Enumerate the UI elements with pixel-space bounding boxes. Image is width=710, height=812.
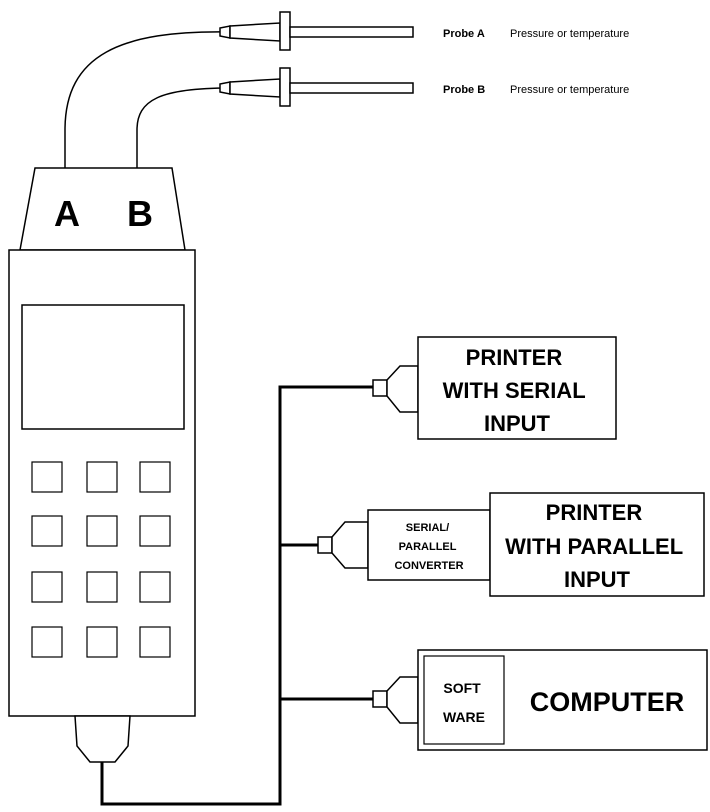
meter-bottom-connector [74,715,131,763]
converter-box [367,509,491,581]
keypad-key[interactable] [86,571,118,603]
computer-label: COMPUTER [530,687,685,717]
probe-b-cable [136,87,231,168]
probe-b-shaft [289,82,414,94]
software-label: SOFT WARE [443,680,485,725]
probe-b [219,67,414,107]
computer-plug [372,676,419,724]
converter-plug [317,521,369,569]
meter-display [21,304,185,430]
serial-printer-plug [372,365,419,413]
probe-a-cone [229,22,281,42]
probe-b-cone [229,78,281,98]
probe-a-flange [279,11,291,51]
keypad-key[interactable] [139,515,171,547]
probe-a-shaft [289,26,414,38]
probe-a [219,11,414,51]
keypad-key[interactable] [139,571,171,603]
probe-a-name: Probe A [443,28,485,40]
serial-printer-box [417,336,617,440]
keypad-key[interactable] [86,626,118,658]
meter-top-connector [19,167,186,251]
keypad-key[interactable] [86,515,118,547]
parallel-printer-box [489,492,705,597]
parallel-printer-label: PRINTER WITH PARALLEL INPUT [505,500,689,592]
keypad-key[interactable] [31,571,63,603]
probe-b-flange [279,67,291,107]
keypad-key[interactable] [31,515,63,547]
serial-printer-label: PRINTER WITH SERIAL INPUT [443,345,592,436]
meter-keypad [31,461,171,658]
converter-label: SERIAL/ PARALLEL CONVERTER [394,522,463,572]
port-a-label: A [54,193,80,234]
keypad-key[interactable] [31,461,63,493]
probe-b-tip [219,81,231,95]
probe-a-description: Pressure or temperature [510,28,629,40]
probe-a-tip [219,25,231,39]
keypad-key[interactable] [31,626,63,658]
port-b-label: B [127,193,153,234]
output-cable [100,385,373,806]
software-box [423,655,505,745]
probe-a-cable [64,31,231,168]
probe-b-name: Probe B [443,84,485,96]
keypad-key[interactable] [139,461,171,493]
probe-b-description: Pressure or temperature [510,84,629,96]
keypad-key[interactable] [86,461,118,493]
keypad-key[interactable] [139,626,171,658]
